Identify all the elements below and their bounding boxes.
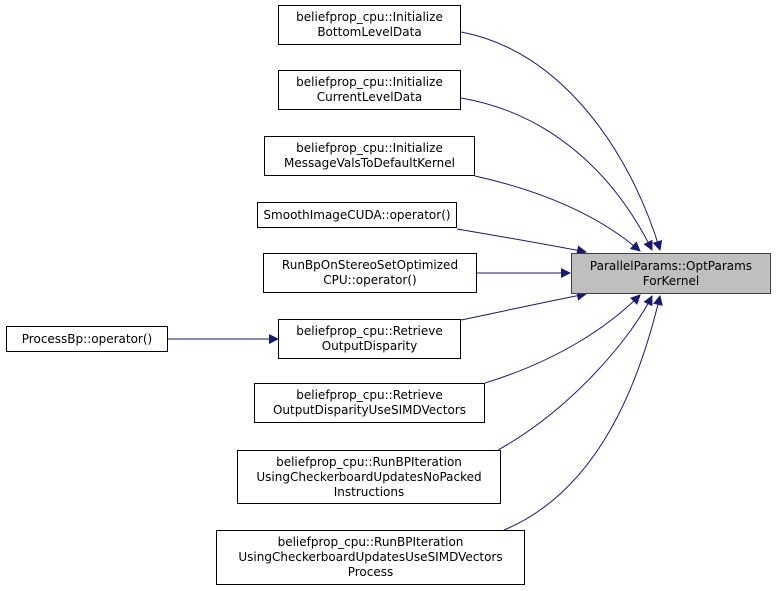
caller-node-initialize-message-vals[interactable]: beliefprop_cpu::Initialize MessageValsTo… <box>264 136 475 176</box>
edge-retrieve-output-disparity-simd <box>484 294 641 384</box>
node-label-line2: BottomLevelData <box>317 25 422 39</box>
node-label-line2: MessageValsToDefaultKernel <box>284 156 455 170</box>
node-label-line2: UsingCheckerboardUpdatesUseSIMDVectors <box>238 550 503 564</box>
target-node-parallel-params: ParallelParams::OptParams ForKernel <box>571 253 771 294</box>
node-label-line1: beliefprop_cpu::Retrieve <box>296 324 443 338</box>
node-label-line3: Process <box>347 565 394 579</box>
node-label-line2: UsingCheckerboardUpdatesNoPacked <box>256 469 482 484</box>
node-label-line1: ProcessBp::operator() <box>21 331 153 346</box>
node-label-line1: beliefprop_cpu::Initialize <box>296 141 443 155</box>
node-label-line1: beliefprop_cpu::Initialize <box>296 75 443 89</box>
node-label-line2: ForKernel <box>642 273 700 288</box>
edge-run-bp-iteration-simd <box>503 295 663 531</box>
caller-node-run-bp-iteration-no-packed[interactable]: beliefprop_cpu::RunBPIteration UsingChec… <box>237 450 501 504</box>
caller-node-run-bp-on-stereo-set[interactable]: RunBpOnStereoSetOptimized CPU::operator(… <box>263 253 477 293</box>
edge-smooth-image-cuda <box>456 228 587 256</box>
node-label-line1: SmoothImageCUDA::operator() <box>263 207 451 222</box>
caller-node-retrieve-output-disparity-simd[interactable]: beliefprop_cpu::Retrieve OutputDisparity… <box>254 383 485 423</box>
edge-initialize-message-vals <box>474 175 641 252</box>
caller-node-initialize-bottom-level-data[interactable]: beliefprop_cpu::Initialize BottomLevelDa… <box>278 5 461 45</box>
node-label-line2: OutputDisparity <box>321 339 418 353</box>
caller-node-process-bp[interactable]: ProcessBp::operator() <box>6 326 168 352</box>
caller-node-initialize-current-level-data[interactable]: beliefprop_cpu::Initialize CurrentLevelD… <box>278 70 461 110</box>
edge-initialize-bottom-level-data <box>460 31 663 251</box>
edge-run-bp-iteration-no-packed <box>497 295 653 451</box>
caller-node-retrieve-output-disparity[interactable]: beliefprop_cpu::Retrieve OutputDisparity <box>278 319 461 359</box>
node-label-line1: beliefprop_cpu::Retrieve <box>296 388 443 402</box>
node-label-line3: Instructions <box>333 484 405 499</box>
node-label-line2: OutputDisparityUseSIMDVectors <box>272 403 466 417</box>
edge-initialize-current-level-data <box>460 97 653 251</box>
node-label-line1: beliefprop_cpu::RunBPIteration <box>277 535 464 549</box>
node-label-line1: beliefprop_cpu::RunBPIteration <box>276 454 462 469</box>
node-label-line2: CurrentLevelData <box>316 90 423 104</box>
edge-retrieve-output-disparity <box>460 290 587 321</box>
node-label-line1: RunBpOnStereoSetOptimized <box>281 258 459 272</box>
node-label-line1: ParallelParams::OptParams <box>589 258 753 273</box>
node-label-line1: beliefprop_cpu::Initialize <box>296 10 443 24</box>
caller-node-run-bp-iteration-simd[interactable]: beliefprop_cpu::RunBPIteration UsingChec… <box>216 530 525 585</box>
caller-node-smooth-image-cuda[interactable]: SmoothImageCUDA::operator() <box>257 202 457 228</box>
node-label-line2: CPU::operator() <box>323 273 417 287</box>
